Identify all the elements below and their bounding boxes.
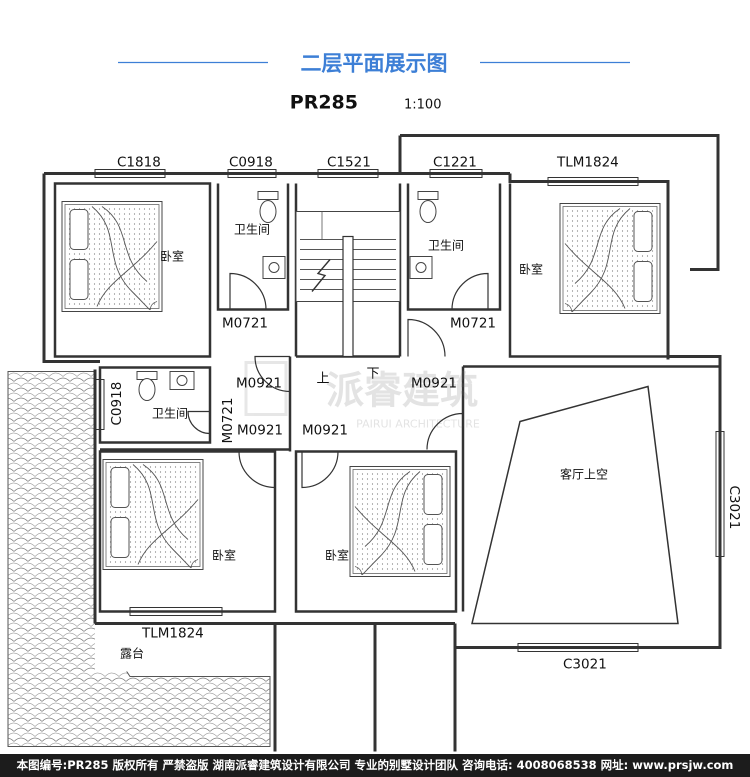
room-label-bedroom-s: 卧室 <box>325 548 349 563</box>
door-label: M0921 <box>302 423 348 439</box>
watermark: 派睿建筑 PAIRUI ARCHITECTURE <box>244 361 480 431</box>
sink-icon <box>169 371 195 390</box>
window-label: C0918 <box>109 382 125 426</box>
window-label: TLM1824 <box>556 155 619 171</box>
door-label: M0721 <box>220 397 236 443</box>
door-label: M0921 <box>236 376 282 392</box>
window-label: TLM1824 <box>141 626 204 642</box>
window-symbols <box>94 169 725 652</box>
terrace-area <box>95 611 275 672</box>
room-label-living-void: 客厅上空 <box>560 467 608 482</box>
plan-code: PR285 <box>290 92 358 114</box>
stair-up-label: 上 <box>316 372 329 387</box>
room-label-bath-n2: 卫生间 <box>428 239 464 253</box>
stair-down-label: 下 <box>366 367 379 382</box>
bed-icon <box>349 466 451 577</box>
watermark-sub: PAIRUI ARCHITECTURE <box>356 418 480 431</box>
room-label-bath-w: 卫生间 <box>152 407 188 421</box>
bed-icon <box>559 203 661 314</box>
living-void-outline <box>471 385 679 625</box>
toilet-icon <box>257 191 279 223</box>
window-label: C1818 <box>117 155 161 171</box>
door-swings <box>187 272 489 489</box>
toilet-icon <box>417 191 439 223</box>
window-label: C3021 <box>563 657 607 673</box>
window-label: C3021 <box>726 486 742 530</box>
door-label: M0721 <box>222 316 268 332</box>
watermark-brand: 派睿建筑 <box>326 369 478 413</box>
room-label-bath-n1: 卫生间 <box>234 223 270 237</box>
window-label: C0918 <box>229 155 273 171</box>
sink-icon <box>409 256 433 279</box>
plan-scale: 1:100 <box>404 98 441 113</box>
bed-icon <box>102 459 204 570</box>
room-label-bedroom-ne: 卧室 <box>519 262 543 277</box>
window-label: C1221 <box>433 155 477 171</box>
footer-bar: 本图编号:PR285 版权所有 严禁盗版 湖南派睿建筑设计有限公司 专业的别墅设… <box>0 754 750 777</box>
page-title: 二层平面展示图 <box>301 52 448 76</box>
door-label: M0921 <box>411 376 457 392</box>
toilet-icon <box>136 371 158 401</box>
room-label-bedroom-sw: 卧室 <box>212 548 236 563</box>
door-label: M0721 <box>450 316 496 332</box>
sink-icon <box>262 256 286 279</box>
door-label: M0921 <box>237 423 283 439</box>
room-label-terrace: 露台 <box>120 646 144 661</box>
room-label-bedroom-nw: 卧室 <box>160 249 184 264</box>
window-label: C1521 <box>327 155 371 171</box>
bed-icon <box>61 201 163 312</box>
staircase <box>295 211 401 358</box>
